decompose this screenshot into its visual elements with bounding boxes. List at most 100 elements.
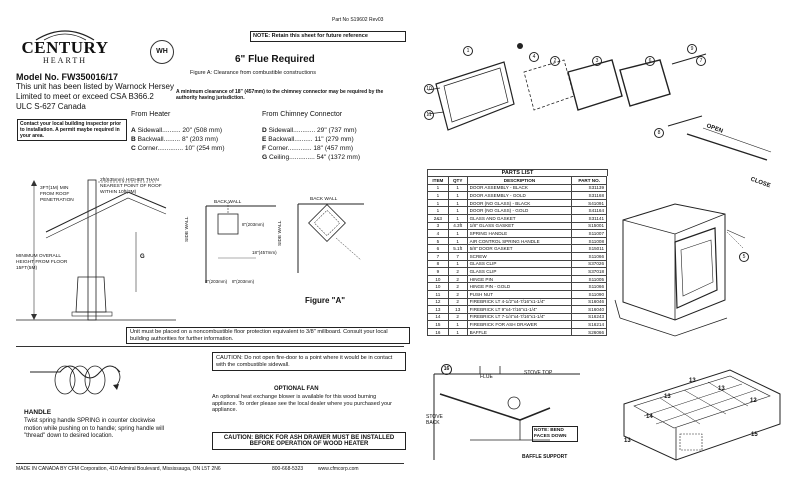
cell-part-no: S31139 (571, 183, 607, 193)
cell-part-no: S41091 (571, 198, 607, 208)
plan-back-wall-label-2: BACK WALL (310, 197, 338, 202)
col-qty: QTY (447, 176, 468, 185)
cell-item: 11 (427, 289, 449, 299)
cell-part-no: S15011 (571, 244, 607, 253)
listing-line-1: This unit has been listed by Warnock Her… (16, 82, 174, 91)
listing-line-2: Limited to meet or exceed CSA B366.2 (16, 92, 154, 101)
cell-item: 8 (427, 259, 449, 269)
cell-item: 7 (427, 251, 449, 261)
callout-8: 8 (654, 128, 664, 138)
cell-part-no: S16046 (571, 297, 607, 307)
cell-description: FIREBRICK LT 4-1/2"x4-7/16"x1-1/4" (466, 297, 573, 307)
cell-description: BAFFLE (466, 327, 573, 337)
heater-clearance-list: A Sidewall.......... 20" (508 mm) B Back… (131, 126, 225, 153)
cell-description: FIREBRICK FOR ASH DRAWER (466, 320, 573, 329)
caution-brick-note: CAUTION: BRICK FOR ASH DRAWER MUST BE IN… (212, 432, 406, 450)
brick-label-13c: 13 (718, 386, 725, 392)
cell-part-no: S26066 (571, 327, 607, 337)
cell-item: 2&3 (427, 213, 449, 223)
from-heater-title: From Heater (131, 111, 171, 118)
parts-list-title: PARTS LIST (427, 169, 608, 176)
brand-name: CENTURY (21, 38, 109, 57)
firebrick-diagram (623, 369, 781, 461)
brick-label-13d: 13 (624, 438, 631, 444)
logo-arc-icon (35, 30, 95, 41)
cell-description: 5/8" DOOR GASKET (466, 244, 573, 253)
cell-item: 14 (427, 312, 449, 322)
cell-qty: 1 (447, 236, 468, 246)
clearance-row-b: B Backwall......... 8" (203 mm) (131, 136, 219, 143)
optional-fan-title: OPTIONAL FAN (274, 386, 319, 392)
callout-4: 4 (529, 52, 539, 62)
cell-qty: 2 (447, 267, 468, 276)
brand-subname: HEARTH (43, 56, 87, 65)
figure-a-title: Figure "A" (305, 296, 346, 305)
cell-qty: 2 (447, 297, 468, 307)
cell-description: 1/8" GLASS GASKET (466, 221, 573, 231)
cell-part-no: S37018 (571, 267, 607, 276)
cell-item: 1 (427, 191, 449, 200)
cell-qty: 1 (447, 183, 468, 193)
cell-part-no: S11090 (571, 289, 607, 299)
figure-caption: Figure A: Clearance from combustible con… (190, 70, 316, 76)
cell-qty: 4.3ft (447, 221, 468, 231)
cell-item: 1 (427, 206, 449, 215)
baffle-diagram (433, 366, 580, 460)
clearance-row-c: C Corner.............. 10" (254 mm) (131, 145, 225, 152)
callout-11: 11 (424, 110, 434, 120)
cell-qty: 5.1ft (447, 244, 468, 253)
cell-description: DOOR (NO GLASS) - GOLD (466, 206, 573, 215)
from-connector-title: From Chimney Connector (262, 111, 343, 118)
brick-label-13b: 13 (664, 394, 671, 400)
callout-6: 6 (645, 56, 655, 66)
connector-clearance-list: D Sidewall............ 29" (737 mm) E Ba… (262, 126, 360, 162)
brand-logo: CENTURY HEARTH (16, 26, 114, 66)
cell-description: GLASS AND GASKET (466, 213, 573, 223)
cell-description: FIREBRICK LT 7-1/4"x4-7/16"x1-1/4" (466, 312, 573, 322)
brick-label-15: 15 (751, 432, 758, 438)
caution-door-note: CAUTION: Do not open fire-door to a poin… (212, 352, 406, 372)
plan-side-wall-label: SIDE WALL (185, 216, 190, 242)
col-part-no: PART NO. (571, 176, 607, 185)
callout-1: 1 (463, 46, 473, 56)
floor-protection-note: Unit must be placed on a noncombustible … (126, 327, 410, 345)
baffle-stove-top-label: STOVE TOP (524, 370, 553, 376)
callout-3: 3 (592, 56, 602, 66)
col-description: DESCRIPTION (466, 176, 573, 185)
callout-9: 9 (687, 44, 697, 54)
callout-10: 10 (424, 84, 434, 94)
clearance-row-d: D Sidewall............ 29" (737 mm) (262, 127, 357, 134)
flue-note: A minimum clearance of 18" (457mm) to th… (176, 89, 384, 101)
cell-part-no: S11066 (571, 282, 607, 291)
plan-diagram (205, 202, 364, 283)
baffle-support-label: BAFFLE SUPPORT (522, 454, 568, 460)
plan-dim-8b: 8"(203mm) (232, 279, 255, 284)
footer-made-in: MADE IN CANADA BY CFM Corporation, 410 A… (16, 466, 221, 472)
baffle-bend-note: NOTE: BEND FACES DOWN (532, 426, 578, 442)
parts-list-header-row: ITEM QTY DESCRIPTION PART NO. (427, 176, 607, 185)
clearance-row-a: A Sidewall.......... 20" (508 mm) (131, 127, 223, 134)
cell-item: 16 (427, 327, 449, 337)
baffle-flue-label: FLUE (480, 374, 493, 380)
chimney-diagram (16, 179, 176, 321)
cell-item: 6 (427, 244, 449, 253)
baffle-stove-back-label: STOVE BACK (426, 414, 443, 426)
cell-qty: 2 (447, 282, 468, 291)
cell-qty: 1 (447, 191, 468, 200)
cell-description: DOOR ASSEMBLY - GOLD (466, 191, 573, 200)
handle-text: Twist spring handle SPRING in counter cl… (24, 418, 165, 439)
baffle-item-callout: 16 (441, 364, 452, 375)
cell-item: 15 (427, 320, 449, 329)
cell-description: HINGE PIN - GOLD (466, 282, 573, 291)
cell-qty: 1 (447, 320, 468, 329)
cell-part-no: S11008 (571, 236, 607, 246)
